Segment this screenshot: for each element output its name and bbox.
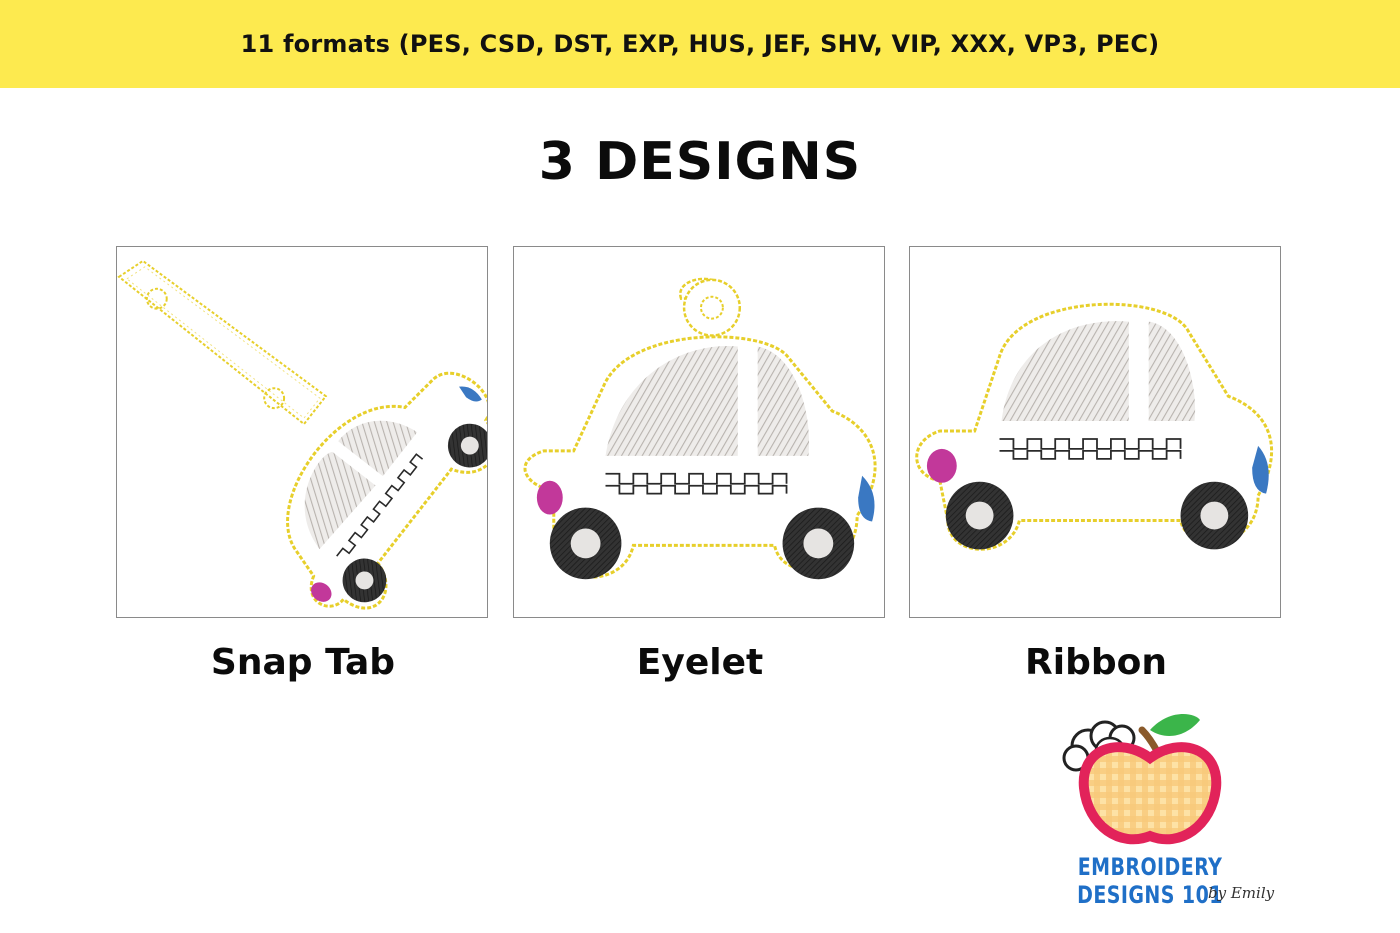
- eyelet-car-image: [523, 277, 877, 580]
- brand-logo[interactable]: EMBROIDERY DESIGNS 101 by Emily: [1010, 708, 1290, 913]
- design-card-ribbon[interactable]: [909, 246, 1281, 618]
- brand-name: EMBROIDERY DESIGNS 101: [1077, 853, 1223, 909]
- snap-tab-strap: [117, 259, 328, 426]
- snap-tab-car-image: [117, 259, 487, 610]
- design-card-eyelet[interactable]: [513, 246, 885, 618]
- snap-tab-car: [286, 371, 487, 610]
- ribbon-car-image: [915, 302, 1274, 551]
- design-label-eyelet: Eyelet: [636, 642, 764, 683]
- design-card-snap-tab[interactable]: [116, 246, 488, 618]
- apple-logo-icon: [1062, 714, 1222, 845]
- designs-headline: 3 DESIGNS: [538, 132, 862, 192]
- leaf-icon: [1150, 714, 1200, 736]
- design-label-ribbon: Ribbon: [1025, 642, 1167, 683]
- design-label-snap-tab: Snap Tab: [210, 642, 396, 683]
- formats-text: 11 formats (PES, CSD, DST, EXP, HUS, JEF…: [240, 30, 1160, 58]
- ribbon-car: [915, 302, 1274, 551]
- format-banner: 11 formats (PES, CSD, DST, EXP, HUS, JEF…: [0, 0, 1400, 88]
- brand-byline: by Emily: [1208, 884, 1275, 902]
- eyelet-car: [523, 277, 877, 580]
